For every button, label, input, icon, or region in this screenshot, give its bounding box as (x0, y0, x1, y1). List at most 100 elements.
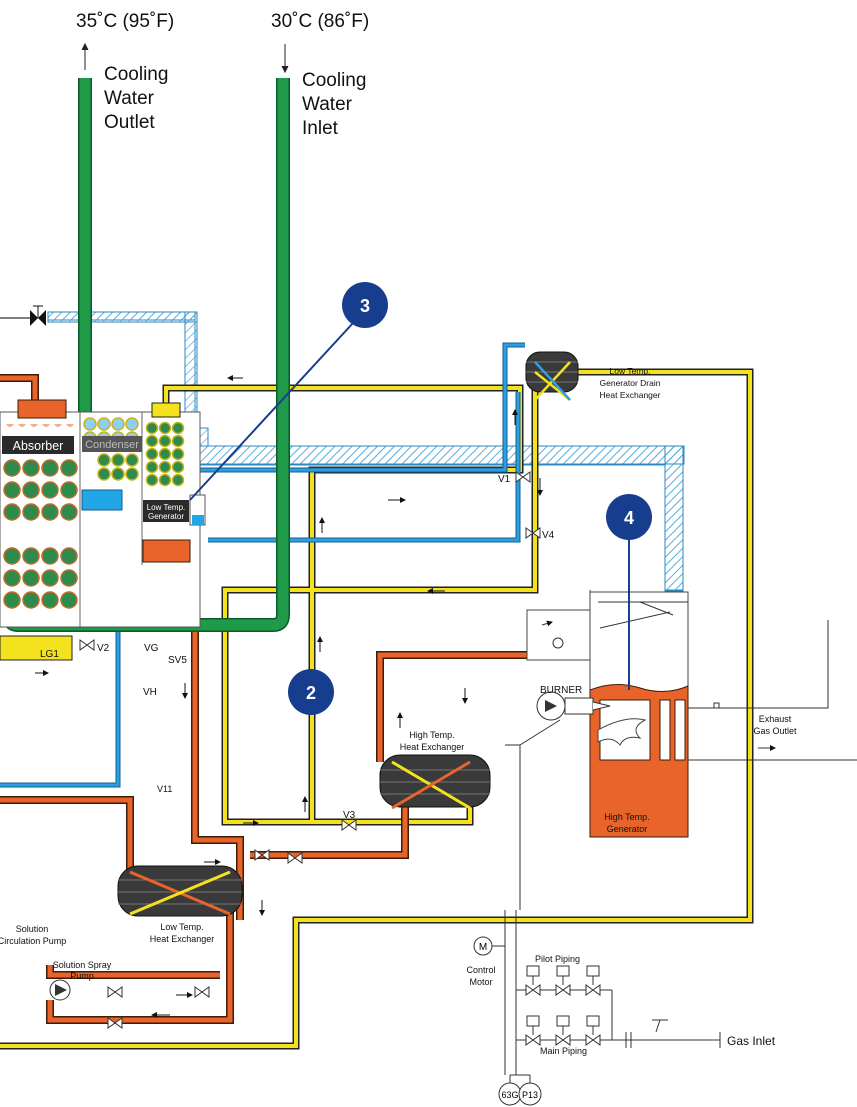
svg-text:Pump: Pump (70, 971, 94, 981)
inlet-temperature: 30˚C (86˚F) (271, 11, 369, 32)
absorber-tube (41, 459, 59, 477)
valve-v2-label: V2 (97, 643, 110, 654)
ltg-label-line1: Low Temp. (147, 503, 186, 512)
exhaust-duct (688, 620, 857, 761)
pilot-piping-label: Pilot Piping (535, 954, 580, 964)
marker-4: 4 (606, 494, 652, 540)
condenser-tube (97, 417, 111, 431)
valve-icon (525, 1034, 541, 1046)
absorber-tube (3, 591, 21, 609)
valve-icon (287, 852, 303, 864)
valve-icon (341, 819, 357, 831)
valve-icon (525, 527, 541, 539)
high-temp-heat-exchanger (379, 754, 491, 810)
svg-text:2: 2 (306, 683, 316, 703)
svg-text:Motor: Motor (469, 977, 492, 987)
valve-sv5-label: SV5 (168, 655, 187, 666)
svg-text:Exhaust: Exhaust (759, 714, 792, 724)
absorber-tube (60, 481, 78, 499)
ltg-tube (158, 434, 172, 448)
ltg-tube (145, 447, 159, 461)
svg-text:Heat Exchanger: Heat Exchanger (150, 934, 215, 944)
absorber-tube (3, 547, 21, 565)
solution-spray-pump-icon (49, 979, 71, 1001)
absorber-tube (22, 591, 40, 609)
ltg-tube-bundle (145, 421, 185, 487)
absorber-tube (60, 569, 78, 587)
svg-text:High Temp.: High Temp. (409, 730, 454, 740)
ltg-tube (158, 421, 172, 435)
condenser-tube (111, 467, 125, 481)
absorber-tube (41, 569, 59, 587)
svg-text:Control: Control (466, 965, 495, 975)
valve-v1-label: V1 (498, 474, 511, 485)
high-temp-hx-label: High Temp. Heat Exchanger (400, 730, 465, 752)
valve-icon (194, 986, 210, 998)
callout-line-3 (189, 309, 366, 501)
condenser-tube (125, 453, 139, 467)
gas-piping (504, 719, 721, 1085)
svg-text:Solution Spray: Solution Spray (53, 960, 112, 970)
main-piping-label: Main Piping (540, 1046, 587, 1056)
ltg-tube (171, 447, 185, 461)
cooling-water-arrows (81, 42, 289, 74)
ltg-drain-hx-label: Low Temp. Generator Drain Heat Exchanger (600, 366, 661, 400)
condenser-tube (111, 417, 125, 431)
valve-icon (254, 849, 270, 861)
ltg-tube (145, 434, 159, 448)
spray-pattern (42, 424, 50, 427)
valve-icon (107, 986, 123, 998)
duct-valve-icon (30, 305, 46, 326)
gas-inlet-label: Gas Inlet (727, 1034, 776, 1048)
absorber-tube (41, 547, 59, 565)
svg-text:Circulation Pump: Circulation Pump (0, 936, 66, 946)
marker-3: 3 (342, 282, 388, 328)
valve-v4-label: V4 (542, 530, 555, 541)
condenser-tube (125, 467, 139, 481)
spray-pattern (6, 424, 14, 427)
absorber-tube (60, 547, 78, 565)
svg-text:Heat Exchanger: Heat Exchanger (400, 742, 465, 752)
condenser-tube (125, 417, 139, 431)
svg-text:Generator: Generator (607, 824, 648, 834)
condenser-tube (97, 453, 111, 467)
low-temp-heat-exchanger (117, 865, 243, 917)
valve-icon (585, 1034, 601, 1046)
solution-spray-pump-label: Solution Spray Pump (53, 960, 112, 981)
high-temp-generator (589, 590, 689, 838)
absorber-tube (22, 481, 40, 499)
svg-text:Low Temp.: Low Temp. (160, 922, 203, 932)
condenser-tube (97, 467, 111, 481)
absorber-tube-bundle (3, 424, 78, 609)
svg-text:Solution: Solution (16, 924, 49, 934)
valve-icon (555, 984, 571, 996)
valve-v11-label: V11 (157, 784, 172, 794)
absorber-tube (22, 547, 40, 565)
ltg-tube (145, 473, 159, 487)
absorber-tube (3, 481, 21, 499)
absorber-tube (41, 481, 59, 499)
burner (536, 691, 611, 721)
ltg-tube (158, 473, 172, 487)
motor-symbol: M (479, 942, 487, 953)
valve-icon (525, 984, 541, 996)
svg-text:Outlet: Outlet (104, 112, 155, 133)
ltg-tube (171, 421, 185, 435)
absorber-tube (60, 459, 78, 477)
spray-pattern (54, 424, 62, 427)
condenser-tube (111, 453, 125, 467)
svg-text:Cooling: Cooling (302, 70, 366, 91)
valve-icon (555, 1034, 571, 1046)
cooling-water-outlet-label: Cooling Water Outlet (104, 64, 168, 133)
control-motor-label: Control Motor (466, 965, 495, 987)
svg-text:3: 3 (360, 296, 370, 316)
flow-arrows (35, 375, 543, 1018)
valve-icon (79, 639, 95, 651)
ltg-tube (158, 460, 172, 474)
absorber-tube (60, 503, 78, 521)
condenser-label: Condenser (85, 439, 139, 451)
switch-63g: 63G (501, 1090, 518, 1100)
ltg-tube (171, 434, 185, 448)
svg-text:Generator Drain: Generator Drain (600, 378, 661, 388)
spray-pattern (66, 424, 74, 427)
